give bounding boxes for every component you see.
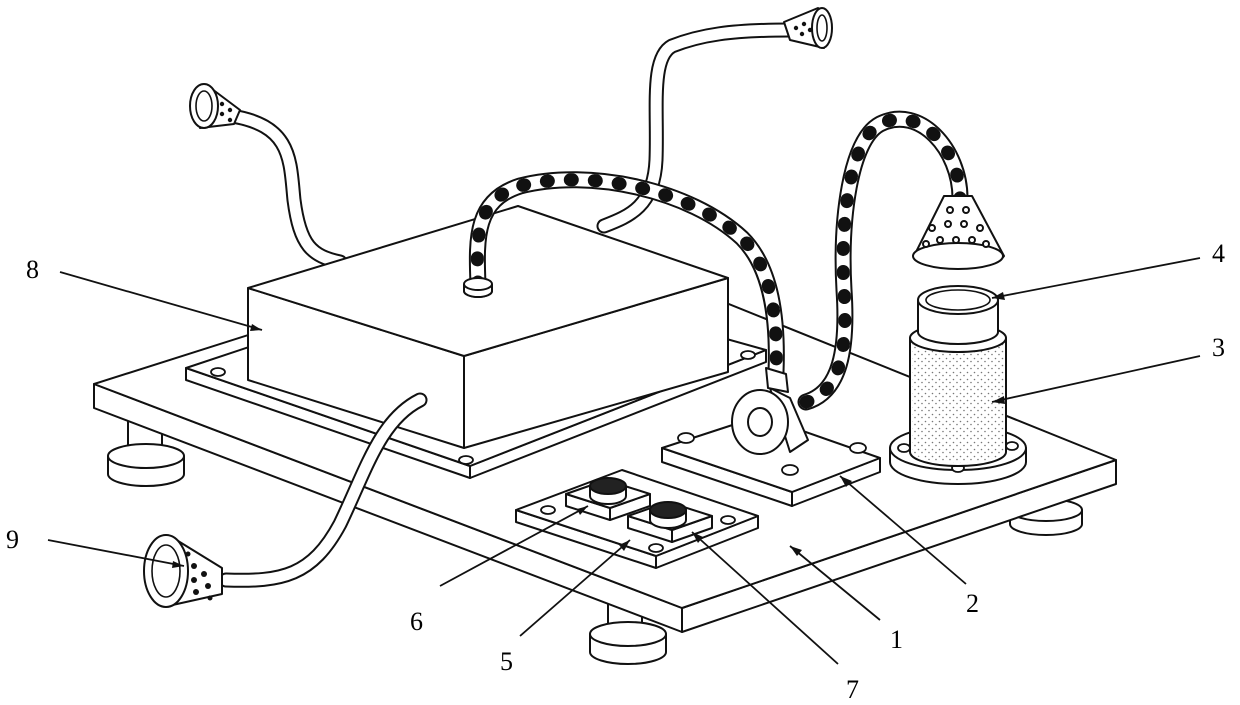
rear-hose-right: [604, 30, 790, 226]
callout-9: 9: [6, 525, 19, 554]
cup-cap: [918, 286, 998, 344]
rear-hose-left: [232, 116, 340, 262]
callout-4: 4: [1212, 239, 1225, 268]
callout-1: 1: [890, 625, 903, 654]
porous-cylinder: [910, 324, 1006, 466]
suction-nozzle-rear-right: [784, 8, 832, 48]
callout-2: 2: [966, 589, 979, 618]
leader-8: [60, 272, 262, 330]
leader-4: [992, 258, 1200, 298]
leader-3: [992, 356, 1200, 402]
top-nozzle: [913, 196, 1004, 269]
callout-3: 3: [1212, 333, 1225, 362]
callout-5: 5: [500, 647, 513, 676]
suction-nozzle-front: [144, 535, 222, 607]
callout-6: 6: [410, 607, 423, 636]
callout-7: 7: [846, 675, 859, 704]
callout-8: 8: [26, 255, 39, 284]
suction-nozzle-rear-left: [190, 84, 240, 128]
